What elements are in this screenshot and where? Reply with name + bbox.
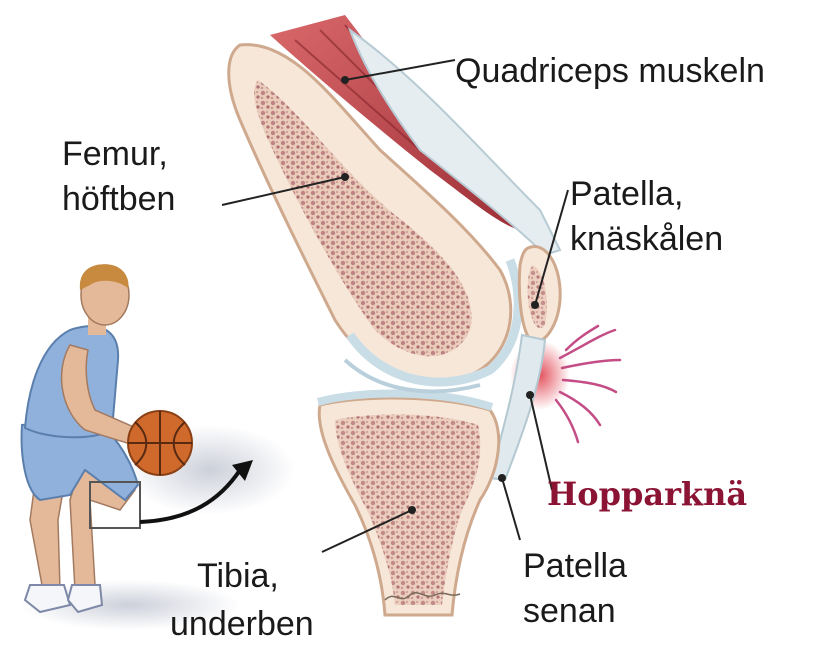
label-condition: Hopparknä — [547, 475, 747, 513]
leader-tendon — [502, 478, 520, 540]
label-tibia-line2: underben — [170, 605, 314, 643]
label-femur-line2: höftben — [62, 180, 175, 218]
basketball-icon — [128, 411, 192, 475]
label-femur-line1: Femur, — [62, 135, 168, 173]
label-tendon-line2: senan — [523, 592, 616, 630]
label-patella-line2: knäskålen — [570, 220, 723, 258]
knee-anatomy — [229, 15, 620, 615]
label-patella-line1: Patella, — [570, 175, 683, 213]
label-tendon-line1: Patella — [523, 547, 627, 585]
label-quadriceps: Quadriceps muskeln — [455, 52, 765, 90]
label-tibia-line1: Tibia, — [197, 557, 279, 595]
